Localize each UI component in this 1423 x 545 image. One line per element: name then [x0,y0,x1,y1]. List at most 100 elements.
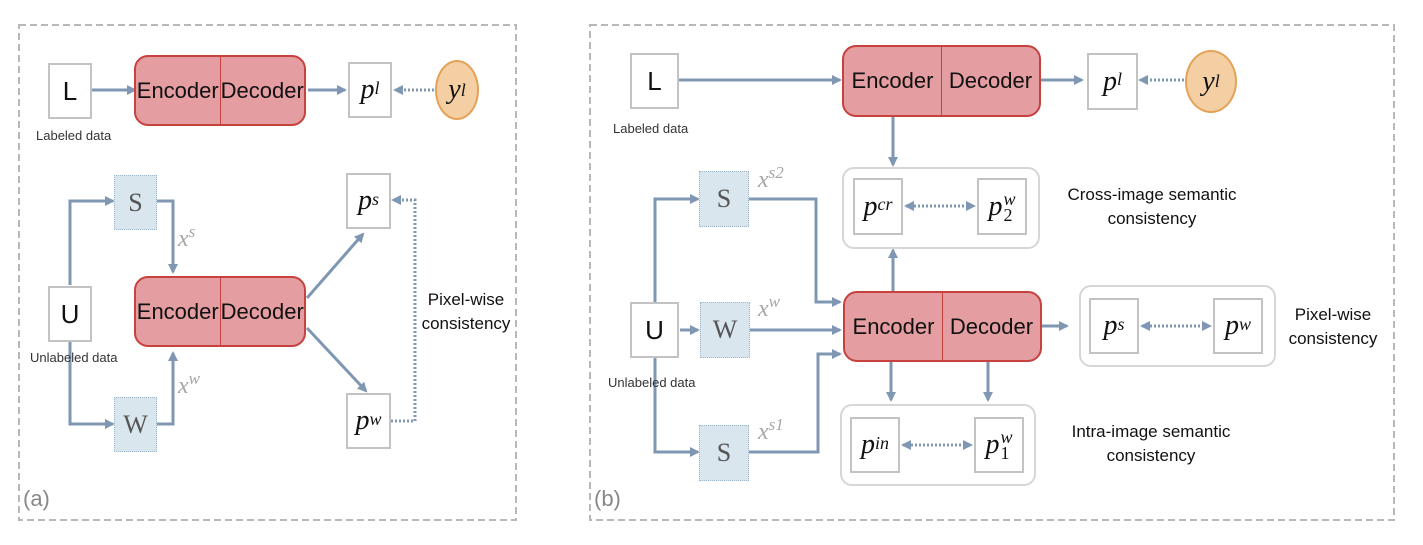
desc-line-1: Cross-image semantic [1067,185,1237,204]
x-base: x [758,419,769,445]
unlabeled-caption-b: Unlabeled data [608,375,696,390]
arrow-decoder-to-pw-a [305,326,368,393]
cross-consistency-label: Cross-image semantic consistency [1048,183,1256,231]
encoder-decoder-a-top: Encoder Decoder [134,55,306,126]
encoder-decoder-b-top: Encoder Decoder [842,45,1041,117]
desc-line-1: Pixel-wise [427,290,505,309]
pred-base: p [988,190,1003,222]
decoder-block: Decoder [949,313,1034,339]
x-base: x [178,373,189,399]
decoder-block: Decoder [948,68,1033,93]
encoder-block: Encoder [845,293,943,360]
pred-base: p [1224,310,1239,341]
pred-base: p [860,429,875,460]
desc-line-2: consistency [1288,329,1378,348]
x-strong-a: xs [178,222,195,253]
desc-line-2: consistency [421,314,511,333]
desc-line-2: consistency [1107,209,1197,228]
encoder-block: Encoder [136,278,221,345]
pred-base: p [355,405,370,436]
decoder-block: Decoder [220,77,304,103]
strong-aug-2-b: S [699,171,749,227]
labeled-input-letter: L [647,65,662,96]
strong-aug-letter: S [716,184,732,213]
x-base: x [178,226,189,252]
pred-base: p [863,190,878,222]
desc-line-2: consistency [1106,446,1196,465]
wire-U-to-S2-b [653,194,700,302]
x-s2-b: xs2 [758,163,784,194]
strong-aug-a: S [114,175,157,230]
pred-base: p [985,429,1000,460]
x-base: x [758,167,769,193]
pixel-consistency-label-a: Pixel-wise consistency [420,288,512,336]
pred-base: p [360,74,375,105]
x-sup: w [188,369,200,388]
unlabeled-input-b: U [630,302,679,358]
x-w-b: xw [758,292,780,323]
pred-sub: 2 [1003,204,1013,225]
unlabeled-input-letter: U [60,298,80,329]
pred-sup: s [371,188,379,209]
wire-S1-to-encoder-b [749,349,842,454]
x-base: x [758,296,769,322]
encoder-block: Encoder [844,47,942,115]
x-sup: s2 [768,163,784,182]
pixel-consistency-label-b: Pixel-wise consistency [1278,303,1388,351]
strong-aug-letter: S [716,438,732,467]
labeled-caption-b: Labeled data [613,121,689,136]
wire-pw-to-ps-a [391,195,417,423]
decoder-block: Decoder [220,298,304,324]
pred-sup: w [1000,427,1013,447]
encoder-decoder-b-main: Encoder Decoder [843,291,1042,362]
gt-base: y [1202,65,1215,97]
intra-consistency-label: Intra-image semantic consistency [1048,420,1254,468]
weak-aug-letter: W [712,315,738,344]
x-s1-b: xs1 [758,415,784,446]
panel-b-border [589,24,1395,521]
wire-S-to-encoder-a [157,199,178,274]
wire-U-to-W-a [68,342,115,429]
weak-aug-b: W [700,302,750,358]
desc-line-1: Pixel-wise [1294,305,1372,324]
pred-sup: w [1238,313,1251,334]
unlabeled-caption-a: Unlabeled data [30,350,118,365]
x-sup: s [188,222,196,241]
gt-sub: l [1214,71,1220,91]
panel-a-tag: (a) [23,486,50,511]
labeled-input-letter: L [62,75,78,106]
pred-sup: l [374,77,380,98]
x-weak-a: xw [178,369,200,400]
pred-sup: in [874,432,889,453]
labeled-input-a: L [48,63,92,119]
x-sup: w [768,292,780,311]
x-sup: s1 [768,415,784,434]
strong-aug-1-b: S [699,425,749,481]
pred-base: p [357,185,372,216]
strong-aug-letter: S [128,187,143,217]
wire-U-to-S1-b [653,358,700,457]
unlabeled-input-a: U [48,286,92,342]
pred-sup: l [1116,69,1122,89]
pred-sup: s [1117,313,1125,334]
wire-W-to-encoder-a [157,351,178,426]
wire-U-to-S-a [68,196,115,285]
gt-sub: l [460,79,466,100]
unlabeled-input-letter: U [645,314,664,345]
panel-a-border [18,24,517,521]
gt-base: y [448,74,461,105]
panel-b-tag: (b) [594,486,621,511]
